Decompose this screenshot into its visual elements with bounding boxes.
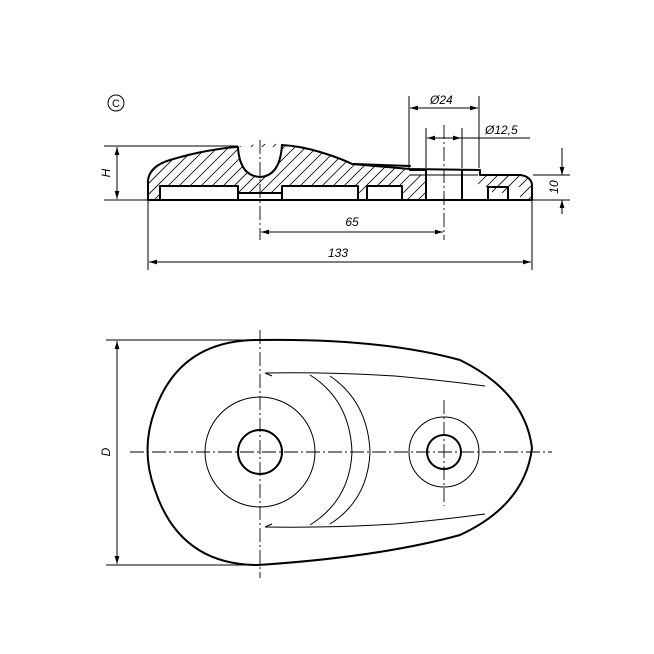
section-dimensions: Ø24 Ø12,5 H 10 65 133 — [99, 93, 570, 270]
rib-lower — [264, 513, 486, 528]
dim-diameter-large: Ø24 — [429, 93, 453, 107]
hatch-line — [606, 140, 654, 210]
variant-letter: C — [112, 98, 120, 110]
section-outline — [147, 144, 533, 201]
rib-upper — [264, 372, 486, 387]
hatch-line — [517, 143, 532, 200]
dim-overall-length: 133 — [328, 246, 348, 260]
hatch-line — [595, 140, 654, 210]
hatch-line — [584, 140, 654, 210]
hatch-line — [573, 140, 643, 210]
arc-inner — [309, 374, 353, 526]
section-view — [147, 125, 654, 240]
dim-height: H — [99, 168, 113, 177]
top-recess-outline — [237, 144, 283, 178]
hatch-line — [617, 140, 654, 210]
variant-label: C — [107, 94, 125, 112]
dim-width: D — [99, 447, 113, 456]
plan-outline — [146, 338, 533, 566]
plan-view — [130, 330, 552, 578]
dim-thickness: 10 — [547, 180, 561, 194]
dim-diameter-small: Ø12,5 — [484, 123, 518, 137]
dim-hole-spacing: 65 — [345, 215, 359, 229]
plan-dimensions: D — [99, 339, 258, 566]
arc-outer — [329, 375, 371, 525]
hatch-line — [562, 140, 632, 210]
underside-cavities — [159, 185, 509, 201]
